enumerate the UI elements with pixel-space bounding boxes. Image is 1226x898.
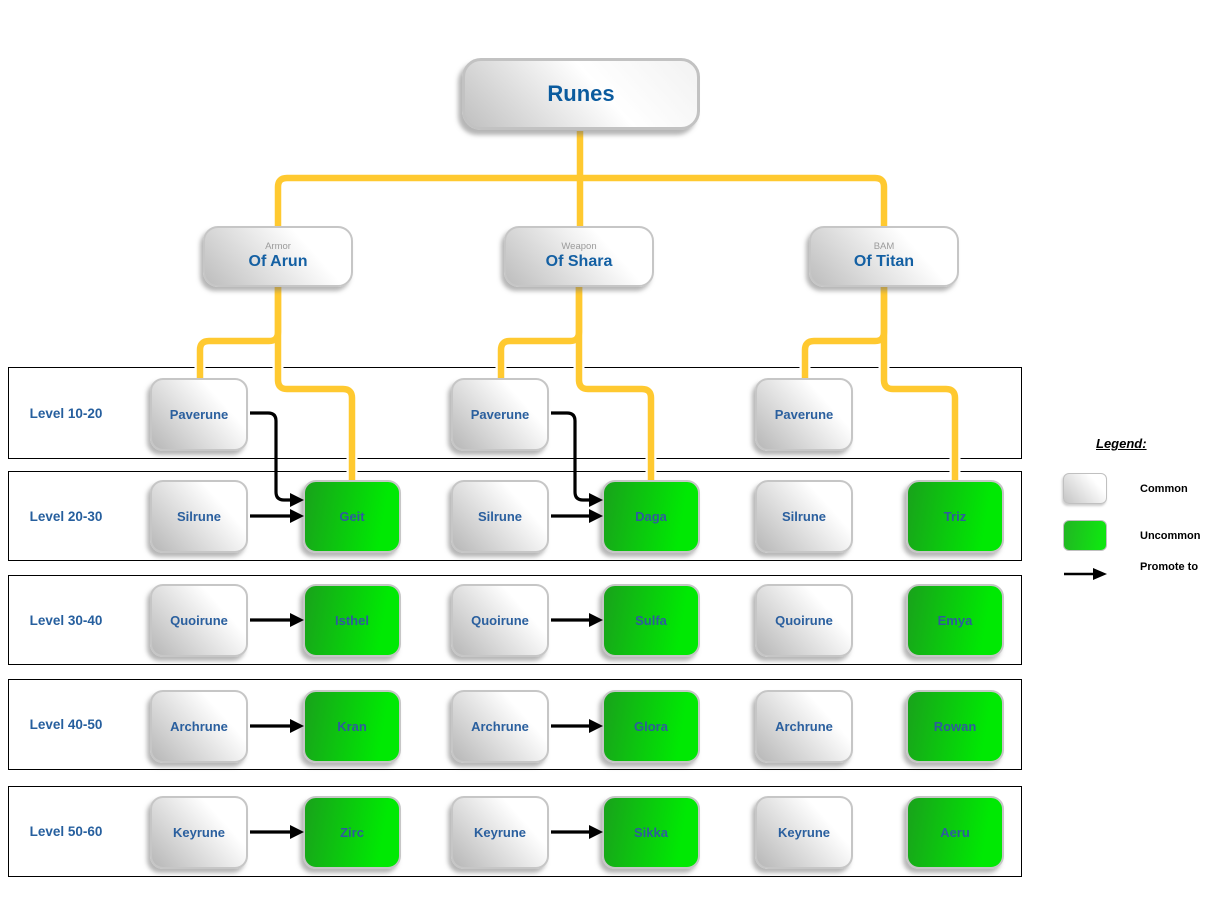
legend-promote-arrow-icon bbox=[1064, 568, 1107, 580]
node-category-of-arun: Armor Of Arun bbox=[203, 226, 353, 287]
node-runes-root: Runes bbox=[462, 58, 700, 130]
row-label-level-40-50: Level 40-50 bbox=[29, 717, 103, 732]
row-label-level-20-30: Level 20-30 bbox=[29, 508, 103, 524]
category-label-of-titan: Of Titan bbox=[853, 253, 915, 270]
node-archrune-arun: Archrune bbox=[150, 690, 248, 763]
node-paverune-titan: Paverune bbox=[755, 378, 853, 451]
category-subtitle-bam: BAM bbox=[873, 241, 895, 252]
node-silrune-titan: Silrune bbox=[755, 480, 853, 553]
row-frame-level-10-20 bbox=[8, 367, 1022, 459]
node-keyrune-arun: Keyrune bbox=[150, 796, 248, 869]
legend-uncommon-label: Uncommon bbox=[1140, 530, 1201, 542]
row-frame-level-50-60 bbox=[8, 786, 1022, 877]
row-frame-level-40-50 bbox=[8, 679, 1022, 770]
node-glora: Glora bbox=[602, 690, 700, 763]
category-subtitle-armor: Armor bbox=[265, 241, 291, 252]
legend-common-swatch bbox=[1063, 473, 1107, 504]
node-isthel: Isthel bbox=[303, 584, 401, 657]
category-subtitle-weapon: Weapon bbox=[561, 241, 597, 252]
node-kran: Kran bbox=[303, 690, 401, 763]
runes-title: Runes bbox=[547, 81, 615, 106]
node-archrune-shara: Archrune bbox=[451, 690, 549, 763]
node-paverune-shara: Paverune bbox=[451, 378, 549, 451]
row-label-level-50-60: Level 50-60 bbox=[29, 824, 103, 839]
node-quoirune-shara: Quoirune bbox=[451, 584, 549, 657]
row-label-level-10-20: Level 10-20 bbox=[29, 405, 103, 421]
row-frame-level-30-40 bbox=[8, 575, 1022, 665]
node-sikka: Sikka bbox=[602, 796, 700, 869]
node-keyrune-titan: Keyrune bbox=[755, 796, 853, 869]
node-geit: Geit bbox=[303, 480, 401, 553]
legend-common-label: Common bbox=[1140, 483, 1188, 495]
node-quoirune-arun: Quoirune bbox=[150, 584, 248, 657]
node-rowan: Rowan bbox=[906, 690, 1004, 763]
node-silrune-arun: Silrune bbox=[150, 480, 248, 553]
node-aeru: Aeru bbox=[906, 796, 1004, 869]
row-label-level-30-40: Level 30-40 bbox=[29, 612, 103, 628]
row-frame-level-20-30 bbox=[8, 471, 1022, 561]
legend-title: Legend: bbox=[1096, 436, 1147, 451]
node-zirc: Zirc bbox=[303, 796, 401, 869]
node-silrune-shara: Silrune bbox=[451, 480, 549, 553]
node-category-of-shara: Weapon Of Shara bbox=[504, 226, 654, 287]
node-paverune-arun: Paverune bbox=[150, 378, 248, 451]
node-archrune-titan: Archrune bbox=[755, 690, 853, 763]
node-quoirune-titan: Quoirune bbox=[755, 584, 853, 657]
node-keyrune-shara: Keyrune bbox=[451, 796, 549, 869]
node-category-of-titan: BAM Of Titan bbox=[809, 226, 959, 287]
category-label-of-shara: Of Shara bbox=[545, 253, 613, 270]
node-emya: Emya bbox=[906, 584, 1004, 657]
node-daga: Daga bbox=[602, 480, 700, 553]
node-sulfa: Sulfa bbox=[602, 584, 700, 657]
legend: Legend: Common Uncommon Promote to bbox=[1040, 432, 1226, 592]
category-label-of-arun: Of Arun bbox=[248, 253, 308, 270]
legend-uncommon-swatch bbox=[1063, 520, 1107, 551]
legend-promote-label: Promote to bbox=[1140, 561, 1199, 573]
node-triz: Triz bbox=[906, 480, 1004, 553]
